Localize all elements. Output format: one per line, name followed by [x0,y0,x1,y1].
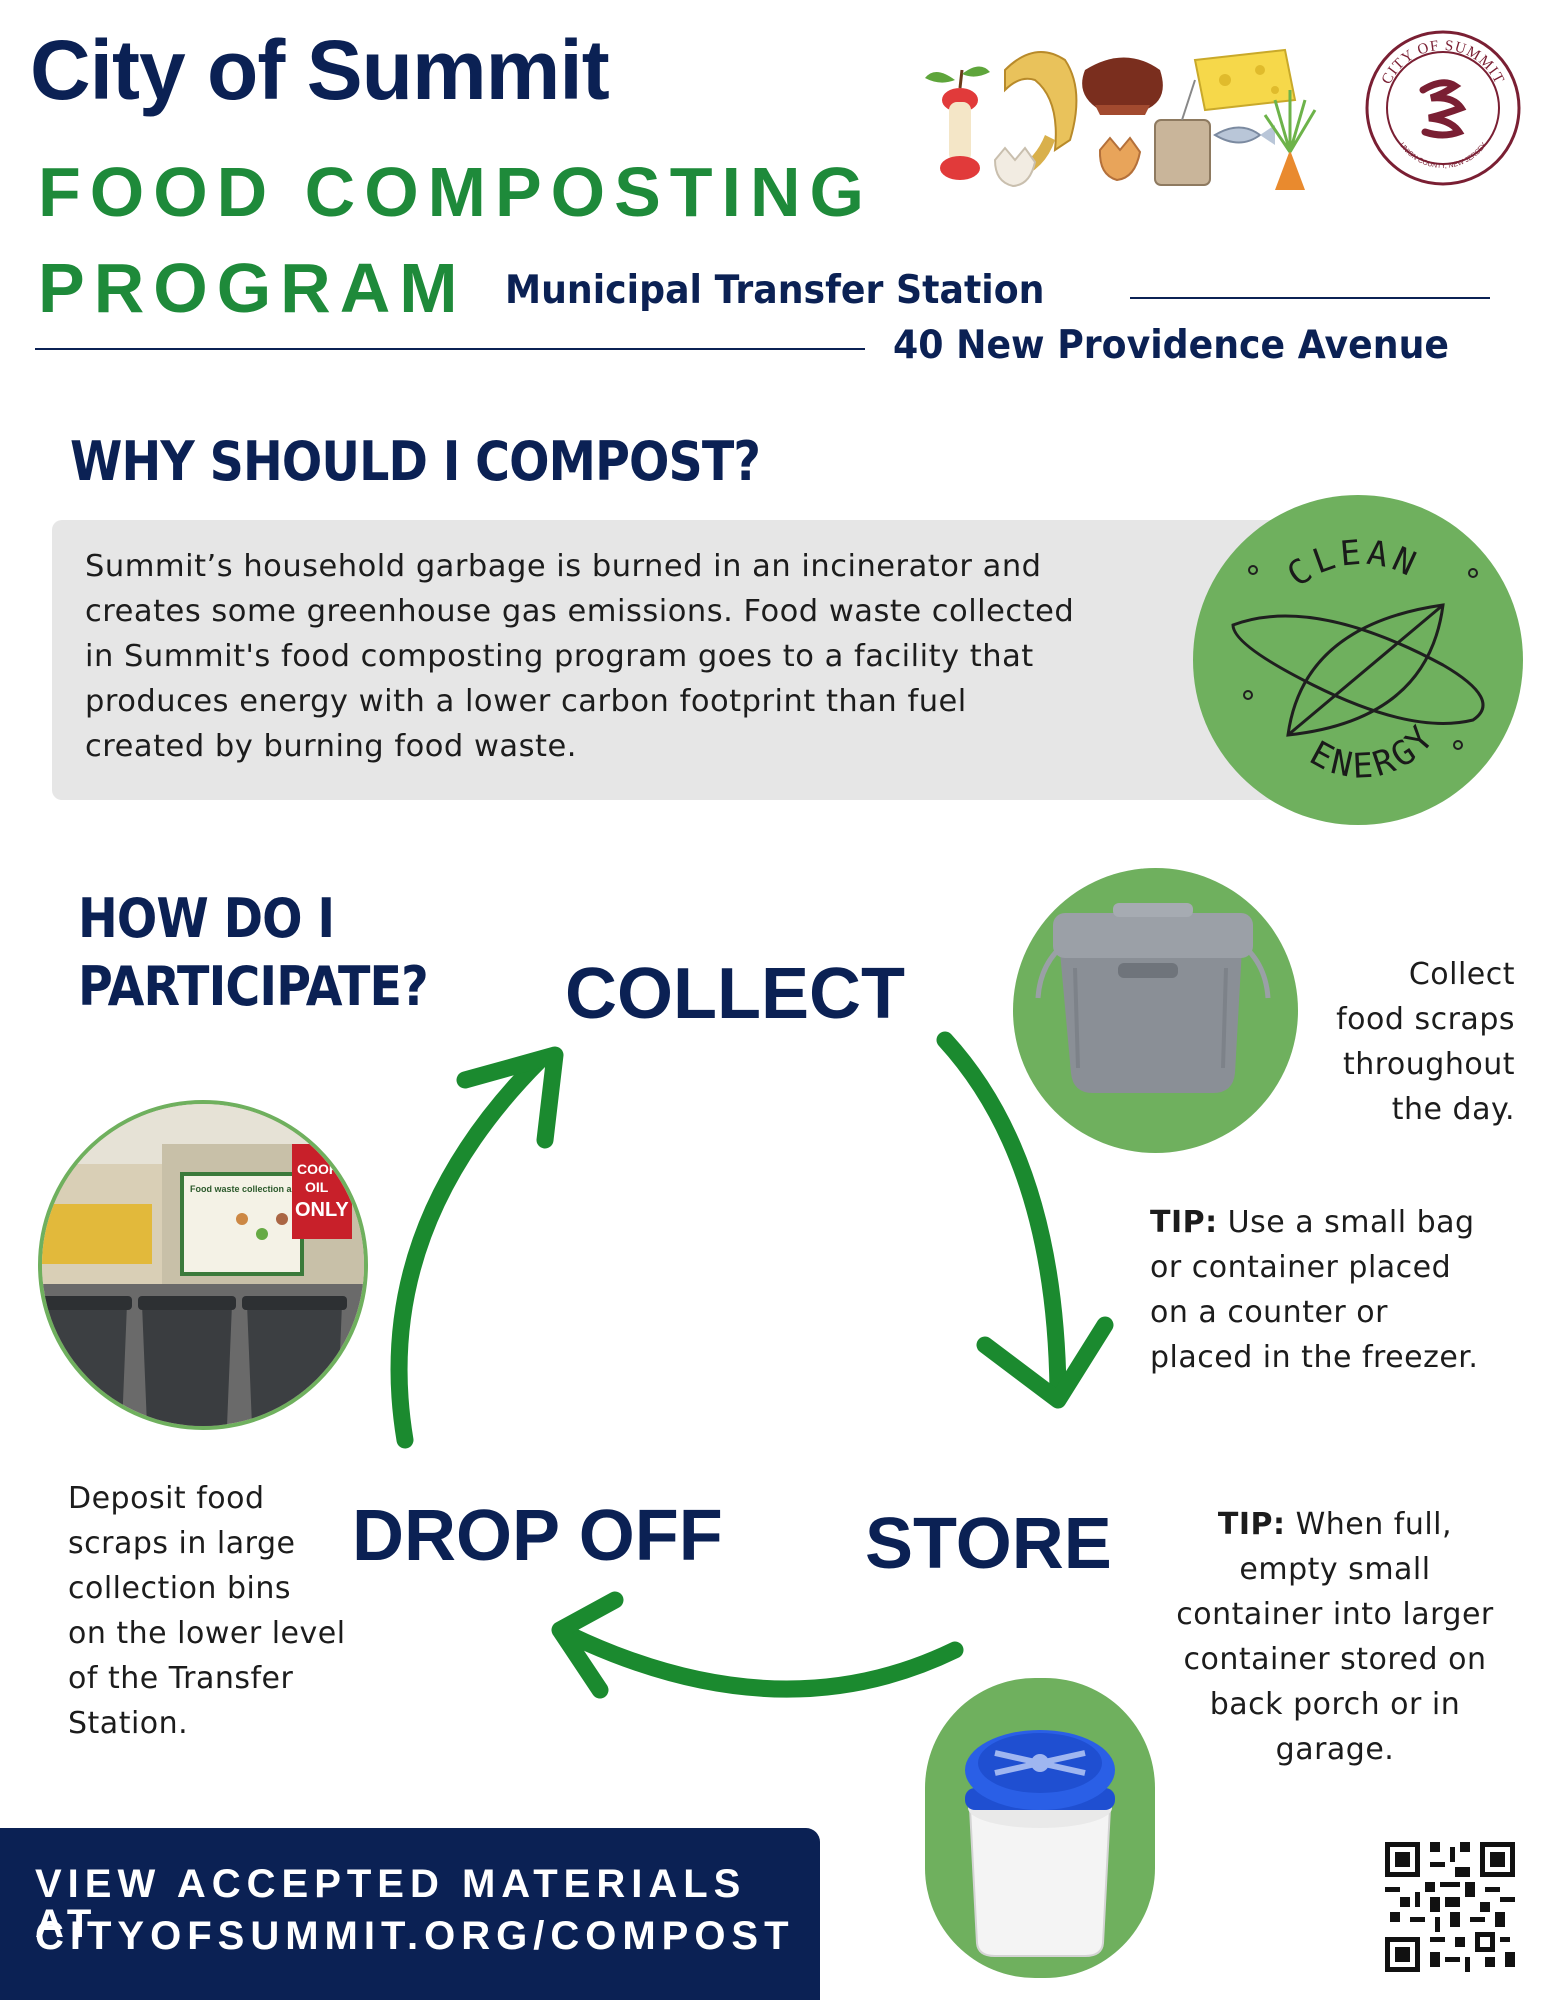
collect-tip: TIP: Use a small bag or container placed… [1150,1200,1540,1380]
food-scraps-icon [925,48,1317,190]
dropoff-desc-line: Deposit food [68,1481,265,1516]
address: 40 New Providence Avenue [893,323,1450,368]
how-heading: HOW DO I PARTICIPATE? [78,885,429,1021]
program-title-line1: FOOD COMPOSTING [38,153,873,231]
store-tip: TIP: When full, empty small container in… [1130,1502,1540,1772]
store-label: STORE [865,1504,1112,1584]
collect-tip-line: placed in the freezer. [1150,1340,1479,1375]
collect-photo [1013,868,1298,1153]
arrow-head-store [976,1316,1114,1409]
dropoff-desc-line: Station. [68,1706,189,1741]
store-tip-line: garage. [1275,1732,1395,1767]
collect-desc-line: throughout [1342,1047,1515,1082]
how-heading-line1: HOW DO I [78,887,335,950]
arrow-collect-to-store [936,1031,1067,1399]
bucket-icon [965,1730,1115,1957]
program-title-line2: PROGRAM [38,249,467,327]
why-heading: WHY SHOULD I COMPOST? [70,430,761,493]
city-title: City of Summit [30,23,610,117]
dropoff-description: Deposit food scraps in large collection … [68,1476,408,1746]
clean-energy-badge [1193,495,1523,825]
arrow-head-collect [456,1046,564,1149]
why-line: created by burning food waste. [85,729,577,764]
why-box [52,520,1282,800]
leaf-icon [1286,603,1445,737]
collect-description: Collect food scraps throughout the day. [1245,952,1515,1132]
store-tip-line: empty small [1239,1552,1431,1587]
collect-desc-line: Collect [1408,957,1515,992]
collect-tip-line: on a counter or [1150,1295,1388,1330]
dropoff-label: DROP OFF [352,1496,723,1576]
footer-line1: VIEW ACCEPTED MATERIALS AT [35,1862,747,1946]
why-line: produces energy with a lower carbon foot… [85,684,967,719]
photo-oil-sign-2: OIL [305,1179,329,1195]
dropoff-desc-line: of the Transfer [68,1661,294,1696]
address-rule [35,348,865,350]
collect-tip-line: Use a small bag [1217,1205,1475,1240]
collect-label: COLLECT [565,954,905,1034]
collect-desc-line: food scraps [1336,1002,1515,1037]
collect-tip-line: or container placed [1150,1250,1452,1285]
store-tip-prefix: TIP: [1217,1507,1286,1542]
why-line: in Summit's food composting program goes… [85,639,1034,674]
collection-bins-photo: Food waste collection area COOK OIL ONLY [42,1104,364,1426]
dropoff-desc-line: scraps in large [68,1526,296,1561]
how-heading-line2: PARTICIPATE? [78,955,429,1018]
arrow-dropoff-to-collect [390,1051,549,1449]
dropoff-desc-line: collection bins [68,1571,291,1606]
why-text: Summit’s household garbage is burned in … [85,544,1195,769]
dropoff-photo: Food waste collection area COOK OIL ONLY [38,1100,368,1430]
location-rule [1130,297,1490,299]
footer-url[interactable]: CITYOFSUMMIT.ORG/COMPOST [35,1914,795,1958]
why-line: creates some greenhouse gas emissions. F… [85,594,1075,629]
store-photo [925,1678,1155,1978]
countertop-bin-icon [1035,903,1271,1093]
photo-oil-sign-3: ONLY [295,1199,349,1221]
dropoff-desc-line: on the lower level [68,1616,346,1651]
qr-code-icon[interactable] [1385,1842,1515,1972]
arrow-head-dropoff [551,1591,624,1699]
footer-banner [0,1828,820,2000]
store-tip-line: When full, [1285,1507,1453,1542]
photo-oil-sign-1: COOK [297,1161,339,1177]
city-seal-icon: CITY OF SUMMIT UNION COUNTY, NEW JERSEY [1365,30,1521,186]
collect-desc-line: the day. [1391,1092,1515,1127]
why-line: Summit’s household garbage is burned in … [85,549,1042,584]
clean-energy-graphic: CLEAN ENERGY [1231,533,1485,787]
store-tip-line: container stored on [1183,1642,1487,1677]
store-tip-line: container into larger [1176,1597,1494,1632]
collect-tip-prefix: TIP: [1150,1205,1218,1240]
store-tip-line: back porch or in [1209,1687,1461,1722]
location-name: Municipal Transfer Station [505,268,1045,313]
arrow-store-to-dropoff [561,1626,964,1698]
photo-sign-text: Food waste collection area [190,1184,306,1194]
